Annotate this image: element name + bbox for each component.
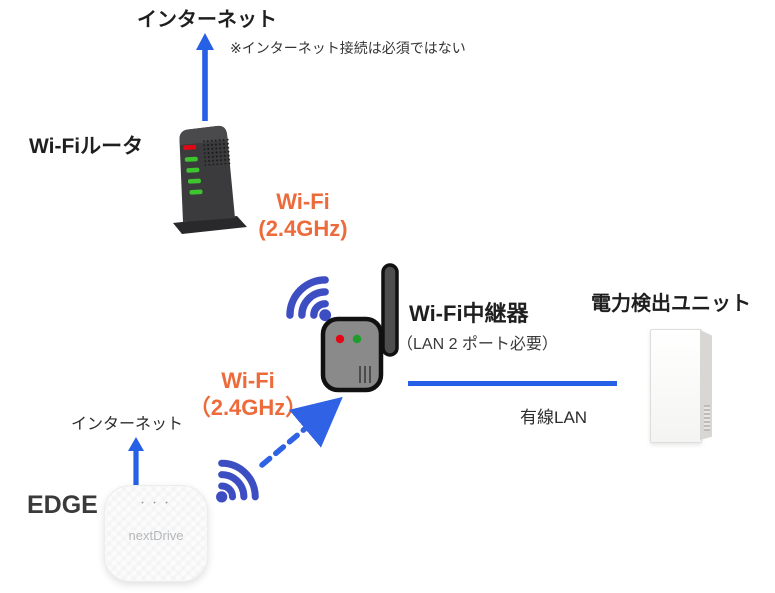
repeater-title: Wi-Fi中継器 <box>409 301 529 326</box>
wifi-repeater-icon <box>320 263 399 393</box>
wifi-24ghz-lower-line1: Wi-Fi <box>221 368 275 393</box>
power-unit-icon <box>650 329 712 443</box>
wifi-24ghz-lower-line2: （2.4GHz） <box>188 395 308 420</box>
edge-device-dots: ・・・ <box>137 498 174 508</box>
power-unit-tag <box>704 405 710 431</box>
wifi-24ghz-upper-label: Wi-Fi (2.4GHz) <box>240 188 366 242</box>
edge-device-icon: ・・・ nextDrive <box>104 485 208 582</box>
wired-lan-label: 有線LAN <box>520 408 588 427</box>
internet-small-label: インターネット <box>71 416 184 433</box>
internet-note: ※インターネット接続は必須ではない <box>230 40 466 56</box>
wifi-24ghz-lower-label: Wi-Fi （2.4GHz） <box>184 367 312 421</box>
arrow-up-edge-icon <box>128 437 144 489</box>
edge-label: EDGE <box>27 491 98 519</box>
wifi-router-label: Wi-Fiルータ <box>29 135 144 158</box>
arrow-up-internet-icon <box>196 33 214 121</box>
internet-top-label: インターネット <box>137 9 277 31</box>
repeater-subtitle: （LAN 2 ポート必要） <box>397 336 558 353</box>
dashed-arrow-wifi-icon <box>259 396 343 468</box>
wired-lan-line <box>408 381 617 386</box>
wifi-router-icon <box>173 125 247 234</box>
power-unit-front <box>650 329 702 443</box>
wifi-24ghz-upper-line2: (2.4GHz) <box>258 216 348 241</box>
wifi-signal-upper-icon <box>286 276 332 322</box>
wifi-signal-lower-icon <box>216 459 259 503</box>
edge-device-brand: nextDrive <box>128 528 184 543</box>
power-unit-label: 電力検出ユニット <box>591 293 751 315</box>
wifi-24ghz-upper-line1: Wi-Fi <box>276 189 330 214</box>
